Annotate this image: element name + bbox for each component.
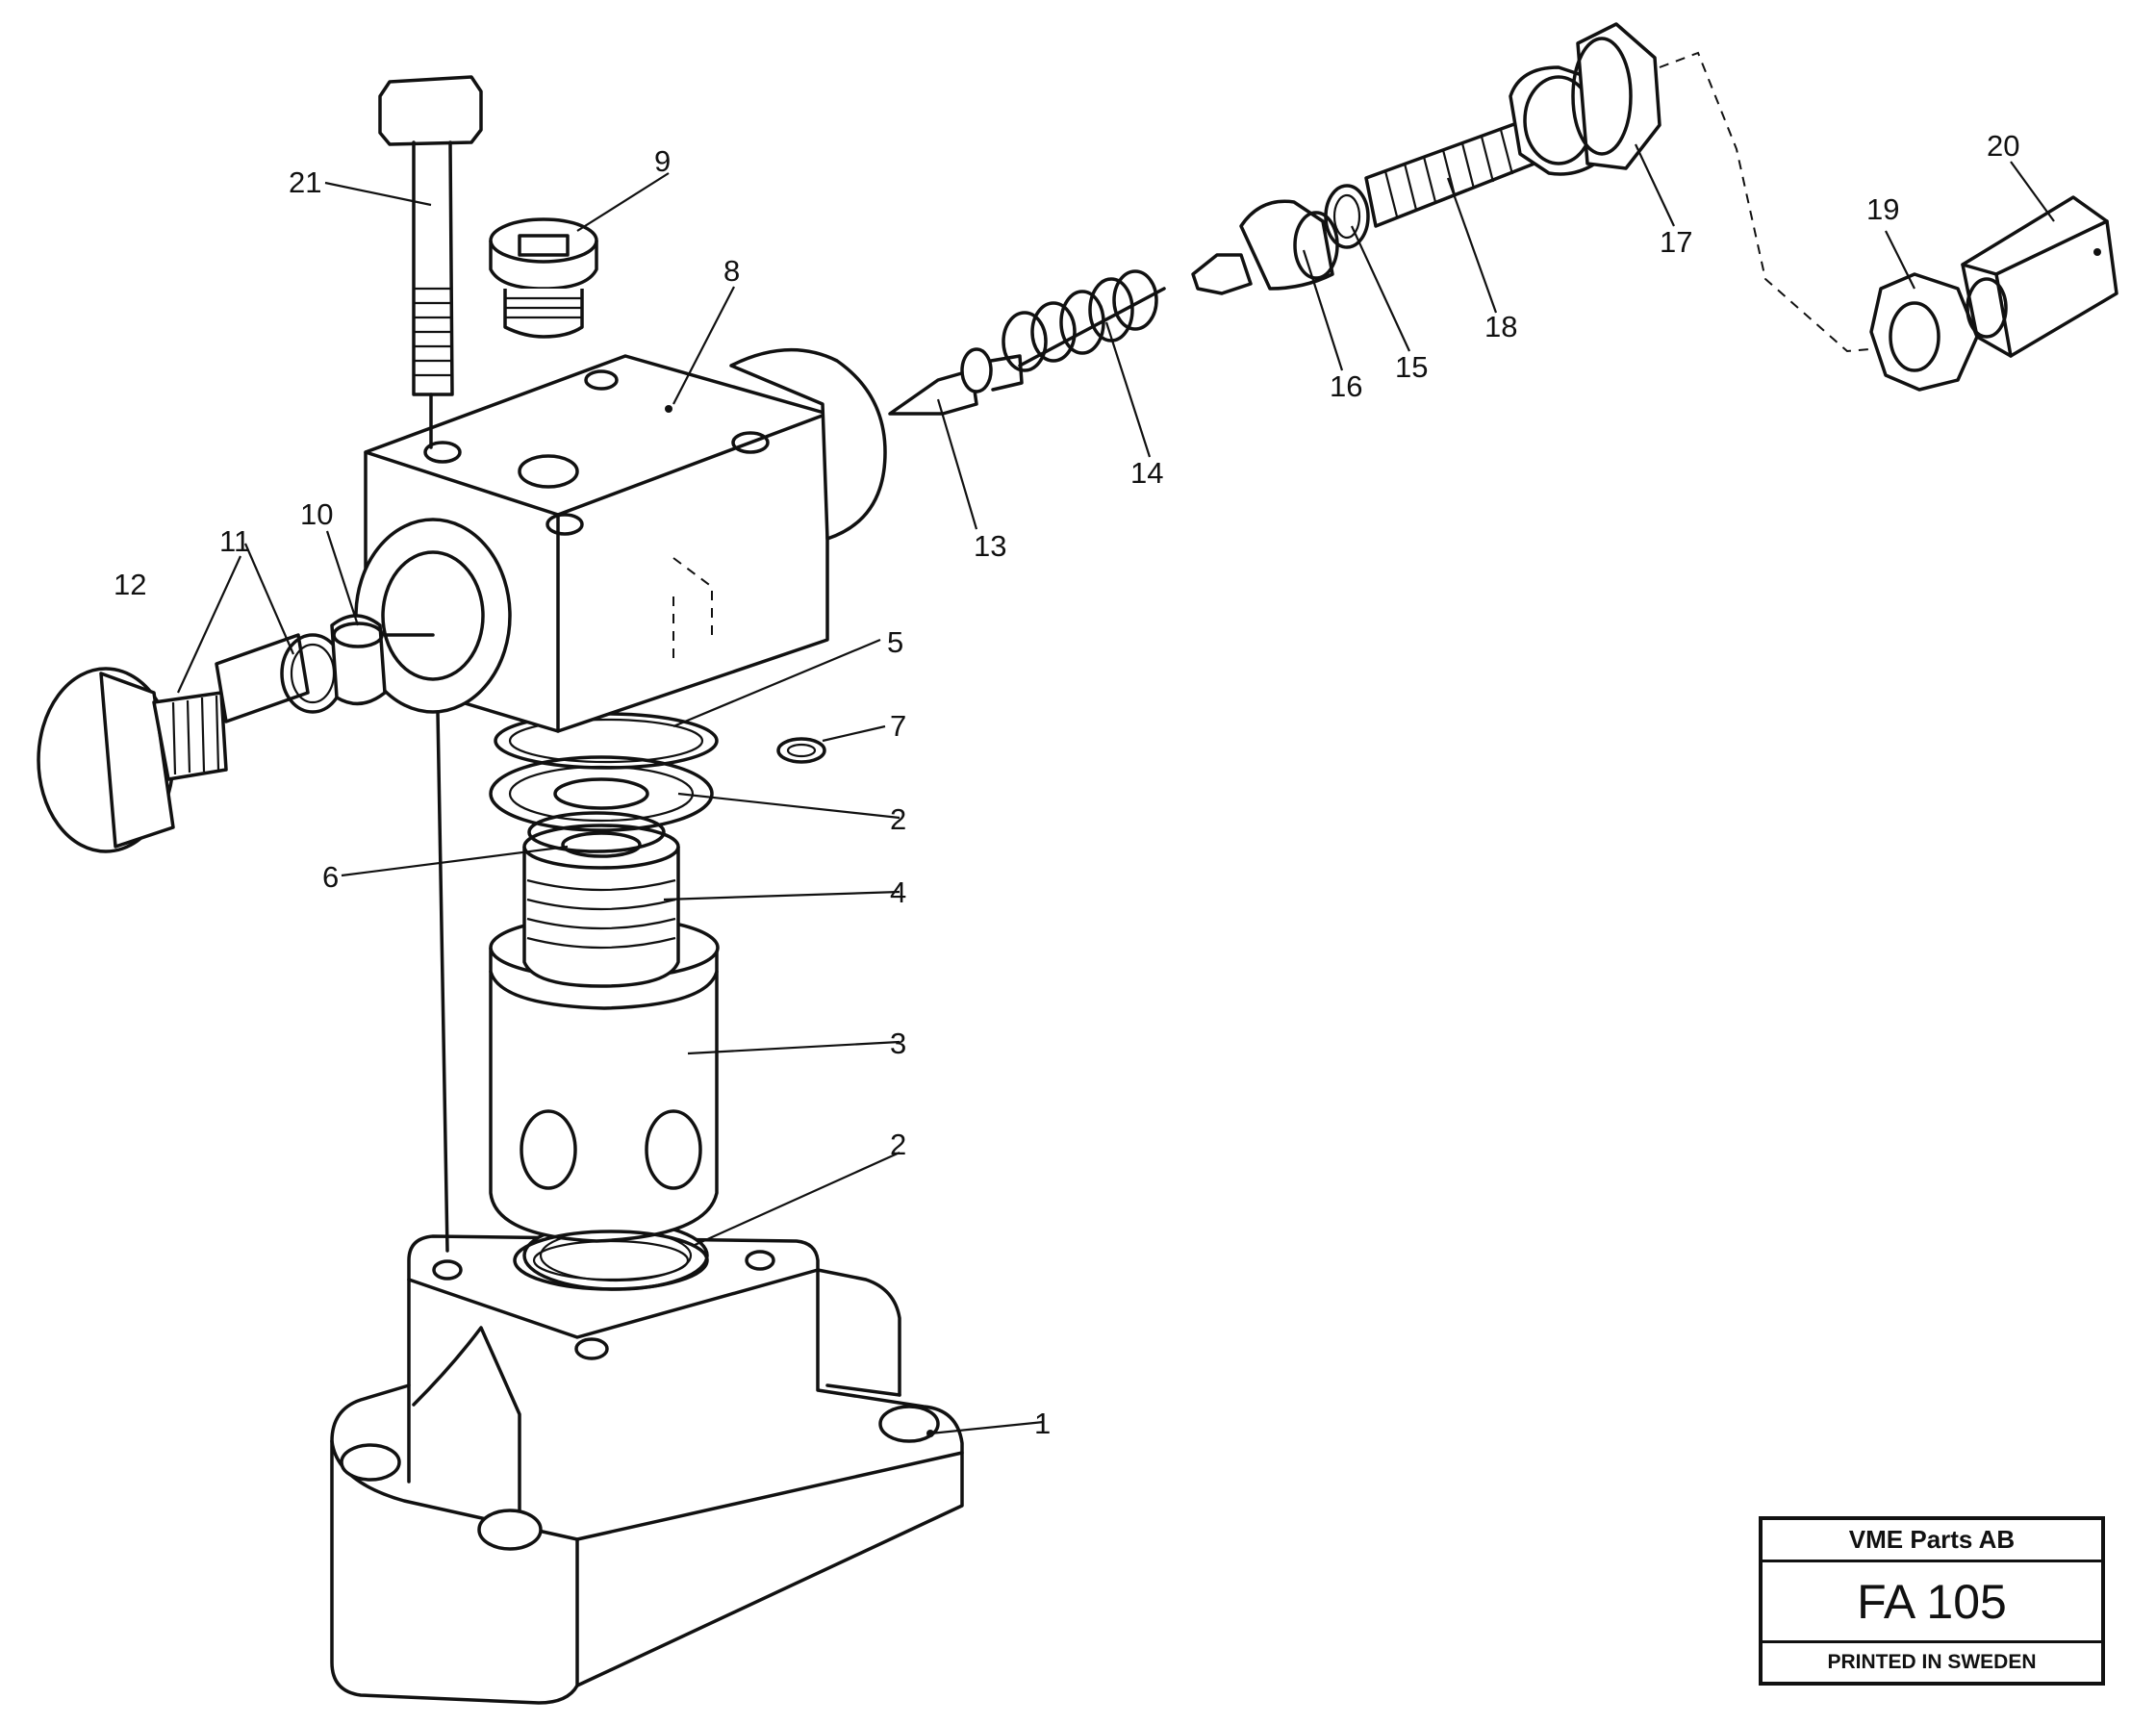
- callout-18: 18: [1484, 310, 1517, 343]
- callout-4: 4: [890, 875, 906, 909]
- leader-6: [341, 845, 569, 877]
- callout-17: 17: [1660, 225, 1692, 259]
- callout-11: 11: [219, 524, 250, 558]
- part-18-adjusting-screw: [1364, 118, 1541, 228]
- leader-17: [1635, 143, 1675, 227]
- callout-6: 6: [322, 860, 339, 894]
- leader-5: [672, 638, 881, 728]
- leader-14: [1104, 321, 1152, 458]
- callout-8: 8: [723, 254, 740, 288]
- leader-21: [324, 181, 432, 207]
- part-20-cap-nut: [1961, 195, 2118, 358]
- part-2-seal-ring-lower: [513, 1230, 709, 1291]
- callout-16: 16: [1330, 369, 1362, 403]
- callout-10: 10: [300, 497, 333, 531]
- leader-15: [1351, 225, 1410, 352]
- leader-19: [1885, 230, 1915, 290]
- callout-3: 3: [890, 1027, 906, 1060]
- part-12-plug: [37, 633, 310, 853]
- title-block-code: FA 105: [1763, 1562, 2101, 1643]
- callout-15: 15: [1395, 350, 1428, 384]
- title-block-footer: PRINTED IN SWEDEN: [1827, 1651, 2037, 1673]
- part-7-small-o-ring: [776, 737, 826, 764]
- callout-7: 7: [890, 709, 906, 743]
- callout-19: 19: [1866, 192, 1899, 226]
- callout-labels: 21 9 8 12 11 10 13 14 16 15 18 17 19 20 …: [114, 129, 2019, 1440]
- callout-21: 21: [289, 165, 321, 199]
- leader-8: [672, 286, 735, 405]
- leader-3: [687, 1040, 900, 1055]
- part-9-plug-screw: [489, 217, 598, 339]
- callout-9: 9: [654, 144, 671, 178]
- leader-lines: [176, 143, 2055, 1435]
- part-15-washer: [1324, 184, 1370, 249]
- leader-2a: [677, 792, 900, 820]
- title-block: VME Parts AB FA 105 PRINTED IN SWEDEN: [1759, 1516, 2105, 1686]
- leader-7: [822, 724, 886, 743]
- callout-2-lower: 2: [890, 1128, 906, 1161]
- part-1-base-housing: [330, 1220, 964, 1705]
- part-6-ring: [527, 811, 666, 853]
- leader-20: [2010, 161, 2055, 222]
- leader-13: [936, 398, 978, 530]
- callout-13: 13: [974, 529, 1006, 563]
- part-19-nut: [1869, 272, 1979, 392]
- part-2-seal-ring-upper: [489, 755, 714, 832]
- leader-18: [1446, 177, 1498, 314]
- part-21-bolt: [378, 75, 483, 1253]
- leader-1: [929, 1420, 1045, 1435]
- part-16-spring-guide: [1191, 199, 1339, 295]
- callout-2-upper: 2: [890, 802, 906, 836]
- leader-12: [176, 555, 242, 694]
- part-8-valve-body: [354, 347, 887, 733]
- callout-12: 12: [114, 568, 146, 601]
- part-14-spring: [1002, 269, 1158, 372]
- callout-14: 14: [1130, 456, 1163, 490]
- leader-2b: [692, 1151, 900, 1248]
- leader-9: [576, 172, 670, 232]
- leader-16: [1302, 249, 1344, 371]
- leader-11: [243, 543, 295, 655]
- leader-10: [325, 530, 360, 626]
- part-4-spool: [522, 824, 680, 988]
- title-block-company: VME Parts AB: [1763, 1520, 2101, 1562]
- callout-20: 20: [1987, 129, 2019, 163]
- callout-5: 5: [887, 625, 903, 659]
- callout-1: 1: [1034, 1407, 1051, 1440]
- leader-4: [663, 890, 900, 901]
- part-17-locknut: [1509, 22, 1661, 176]
- part-13-poppet: [888, 287, 1166, 416]
